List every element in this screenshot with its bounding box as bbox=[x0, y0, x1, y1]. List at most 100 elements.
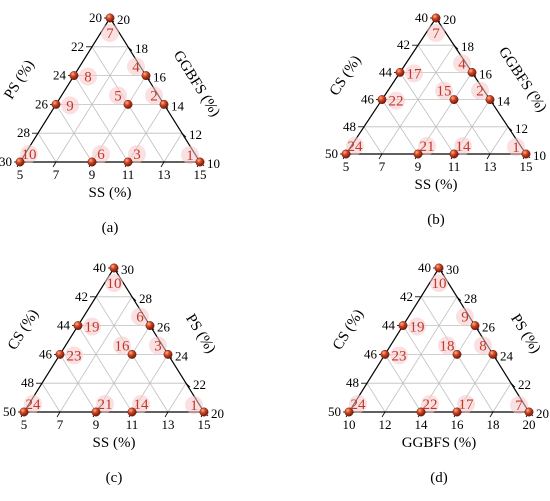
right-tick-label: 14 bbox=[171, 98, 185, 113]
grid-line bbox=[363, 126, 383, 155]
data-point-glow bbox=[145, 86, 163, 105]
data-point-label: 1 bbox=[190, 398, 198, 414]
data-point-marker bbox=[105, 13, 115, 23]
data-point-glow bbox=[457, 395, 475, 413]
left-tick-label: 40 bbox=[418, 260, 431, 275]
grid-line bbox=[37, 132, 57, 163]
data-point-glow bbox=[128, 145, 146, 163]
data-point-label: 9 bbox=[66, 98, 74, 114]
left-tick-label: 30 bbox=[0, 154, 12, 169]
right-tick-label: 24 bbox=[500, 348, 514, 363]
data-point-glow bbox=[105, 274, 123, 292]
data-point-glow bbox=[474, 336, 492, 355]
right-tick-mark bbox=[456, 296, 462, 302]
left-tick-label: 42 bbox=[75, 289, 88, 304]
right-tick-mark bbox=[185, 382, 191, 388]
data-point-glow bbox=[113, 336, 131, 355]
bottom-tick-label: 12 bbox=[379, 417, 392, 432]
data-point-marker bbox=[488, 349, 498, 359]
data-point-marker bbox=[524, 407, 534, 417]
data-point-marker bbox=[380, 349, 390, 359]
data-point-marker bbox=[467, 67, 477, 77]
grid-line bbox=[73, 75, 129, 163]
data-point-label: 2 bbox=[150, 88, 158, 104]
data-point-label: 21 bbox=[420, 139, 435, 155]
bottom-tick-label: 5 bbox=[17, 167, 24, 182]
data-point-marker bbox=[452, 407, 462, 417]
left-tick-label: 24 bbox=[53, 68, 67, 83]
left-axis-title: CS (%) bbox=[5, 307, 42, 353]
right-tick-mark bbox=[507, 126, 513, 132]
data-point-glow bbox=[79, 67, 97, 86]
bottom-tick-label: 20 bbox=[523, 417, 536, 432]
data-point-glow bbox=[24, 395, 42, 413]
data-point-label: 17 bbox=[459, 397, 475, 413]
grid-line bbox=[59, 354, 97, 413]
data-point-marker bbox=[91, 407, 101, 417]
data-point-glow bbox=[61, 96, 79, 115]
right-tick-label: 22 bbox=[193, 377, 206, 392]
data-point-label: 23 bbox=[67, 348, 82, 364]
right-tick-label: 12 bbox=[189, 127, 202, 142]
data-point-glow bbox=[131, 307, 149, 326]
data-point-glow bbox=[96, 395, 114, 413]
bottom-tick-label: 9 bbox=[89, 167, 96, 182]
left-tick-label: 50 bbox=[328, 404, 341, 419]
left-tick-label: 48 bbox=[346, 375, 359, 390]
data-point-marker bbox=[51, 99, 61, 109]
bottom-tick-label: 7 bbox=[53, 167, 60, 182]
data-point-glow bbox=[408, 317, 426, 336]
data-point-marker bbox=[163, 349, 173, 359]
data-point-label: 19 bbox=[410, 320, 425, 336]
data-point-marker bbox=[199, 407, 209, 417]
data-point-glow bbox=[427, 24, 445, 42]
bottom-tick-label: 15 bbox=[194, 167, 207, 182]
left-axis-title: PS (%) bbox=[1, 57, 37, 102]
data-point-glow bbox=[430, 274, 448, 292]
data-point-marker bbox=[341, 149, 351, 159]
bottom-tick-mark bbox=[164, 411, 169, 418]
data-point-label: 5 bbox=[114, 88, 122, 104]
grid-line bbox=[489, 126, 509, 155]
data-point-marker bbox=[449, 95, 459, 105]
data-point-label: 3 bbox=[133, 147, 141, 163]
data-point-marker bbox=[413, 149, 423, 159]
data-point-label: 19 bbox=[85, 320, 100, 336]
data-point-marker bbox=[431, 13, 441, 23]
bottom-tick-mark bbox=[489, 411, 494, 418]
left-tick-label: 40 bbox=[415, 10, 428, 25]
data-point-label: 4 bbox=[132, 60, 140, 76]
grid-line bbox=[381, 99, 419, 155]
left-tick-label: 26 bbox=[35, 96, 49, 111]
bottom-tick-label: 9 bbox=[415, 159, 422, 174]
grid-line bbox=[399, 72, 455, 155]
data-point-label: 14 bbox=[456, 139, 472, 155]
bottom-tick-label: 9 bbox=[93, 417, 100, 432]
data-point-label: 1 bbox=[186, 148, 194, 164]
right-tick-label: 10 bbox=[533, 148, 546, 163]
right-tick-mark bbox=[453, 44, 459, 50]
data-point-label: 24 bbox=[26, 397, 42, 413]
data-point-glow bbox=[349, 395, 367, 413]
right-tick-label: 30 bbox=[121, 262, 134, 277]
data-point-glow bbox=[132, 395, 150, 413]
bottom-tick-label: 16 bbox=[451, 417, 465, 432]
panel-caption: (c) bbox=[106, 470, 123, 486]
data-point-glow bbox=[453, 54, 471, 73]
data-point-glow bbox=[471, 81, 489, 100]
data-point-label: 17 bbox=[407, 66, 423, 82]
bottom-tick-label: 11 bbox=[122, 167, 135, 182]
left-tick-label: 44 bbox=[57, 318, 71, 333]
panel-caption: (d) bbox=[430, 470, 448, 486]
data-point-glow bbox=[92, 145, 110, 163]
right-tick-label: 18 bbox=[135, 41, 148, 56]
data-point-marker bbox=[521, 149, 531, 159]
right-tick-label: 10 bbox=[207, 156, 220, 171]
left-tick-label: 20 bbox=[89, 10, 102, 25]
data-point-label: 6 bbox=[97, 147, 105, 163]
right-tick-label: 20 bbox=[117, 12, 130, 27]
right-tick-mark bbox=[181, 132, 187, 138]
data-point-glow bbox=[109, 86, 127, 105]
data-point-marker bbox=[19, 407, 29, 417]
